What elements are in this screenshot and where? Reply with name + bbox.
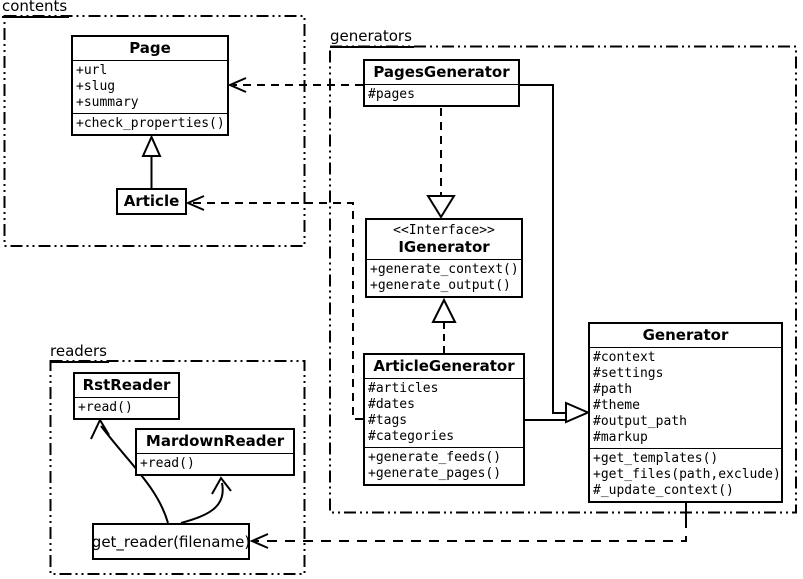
- method: +read(): [140, 456, 195, 471]
- attribute: +summary: [76, 95, 139, 110]
- class-attributes: #context #settings #path #theme #output_…: [590, 347, 781, 448]
- package-label-contents: contents: [2, 0, 70, 18]
- class-generator: Generator #context #settings #path #them…: [588, 322, 783, 503]
- class-methods: +get_templates() +get_files(path,exclude…: [590, 448, 781, 501]
- attribute: #markup: [593, 430, 648, 445]
- edge-article-extends-page: [141, 134, 162, 188]
- class-igenerator: <<Interface>> IGenerator +generate_conte…: [365, 218, 523, 298]
- class-title: ArticleGenerator: [373, 357, 515, 375]
- attribute: #pages: [368, 87, 415, 102]
- edge-generators-extend-generator: [520, 84, 591, 424]
- attribute: #theme: [593, 398, 640, 413]
- edge-generator-uses-getreader: [249, 500, 687, 549]
- attribute: +url: [76, 63, 108, 78]
- attribute: #settings: [593, 366, 664, 381]
- attribute: #context: [593, 350, 656, 365]
- class-attributes: #pages: [365, 84, 518, 105]
- class-title: RstReader: [82, 376, 171, 394]
- package-label-generators: generators: [330, 28, 414, 48]
- attribute: #dates: [368, 397, 415, 412]
- class-mardownreader: MardownReader +read(): [135, 428, 295, 476]
- class-attributes: +url +slug +summary: [73, 60, 227, 113]
- class-title: IGenerator: [398, 238, 490, 256]
- method: +read(): [78, 400, 133, 415]
- class-rstreader: RstReader +read(): [73, 372, 180, 420]
- class-page: Page +url +slug +summary +check_properti…: [71, 35, 229, 136]
- class-title: MardownReader: [145, 432, 285, 450]
- class-articlegenerator: ArticleGenerator #articles #dates #tags …: [363, 353, 525, 486]
- method: +generate_output(): [370, 278, 511, 293]
- method: +generate_feeds(): [368, 450, 502, 465]
- method: +generate_pages(): [368, 466, 502, 481]
- class-attributes: #articles #dates #tags #categories: [365, 378, 523, 447]
- class-title: Article: [123, 192, 180, 210]
- method: +check_properties(): [76, 116, 225, 131]
- class-methods: +check_properties(): [73, 113, 227, 134]
- edge-articlegenerator-implements-igenerator: [431, 297, 457, 353]
- method: +generate_context(): [370, 262, 519, 277]
- attribute: #tags: [368, 413, 408, 428]
- method: +get_templates(): [593, 451, 719, 466]
- class-title: Page: [129, 39, 171, 57]
- edge-pagesgenerator-uses-page: [227, 77, 363, 93]
- edge-articlegenerator-uses-article: [185, 195, 363, 420]
- method: +get_files(path,exclude): [593, 467, 781, 482]
- attribute: +slug: [76, 79, 116, 94]
- package-label-readers: readers: [50, 343, 109, 363]
- attribute: #path: [593, 382, 633, 397]
- edge-pagesgenerator-implements-igenerator: [426, 108, 456, 219]
- attribute: #categories: [368, 429, 455, 444]
- class-methods: +generate_context() +generate_output(): [367, 259, 521, 296]
- class-title: PagesGenerator: [373, 63, 510, 81]
- attribute: #output_path: [593, 414, 687, 429]
- node-label: get_reader(filename): [91, 532, 251, 551]
- edge-getreader-to-mardownreader: [180, 476, 232, 524]
- class-methods: +generate_feeds() +generate_pages(): [365, 447, 523, 484]
- attribute: #articles: [368, 381, 439, 396]
- node-get-reader: get_reader(filename): [92, 523, 250, 560]
- class-stereotype: <<Interface>>: [393, 223, 495, 238]
- class-methods: +read(): [75, 397, 178, 418]
- class-article: Article: [116, 188, 187, 215]
- class-title: Generator: [642, 326, 729, 344]
- class-methods: +read(): [137, 453, 293, 474]
- method: #_update_context(): [593, 483, 734, 498]
- class-pagesgenerator: PagesGenerator #pages: [363, 59, 520, 107]
